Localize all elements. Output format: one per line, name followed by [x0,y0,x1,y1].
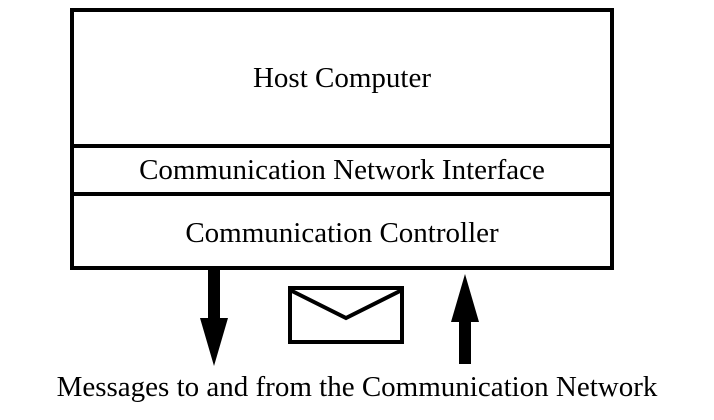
network-interface-label: Communication Network Interface [139,153,545,186]
network-caption: Messages to and from the Communication N… [56,371,658,403]
host-system-box: Host Computer Communication Network Inte… [70,8,614,270]
arrow-up-icon [451,274,479,364]
controller-label: Communication Controller [185,216,499,249]
envelope-icon [288,286,404,344]
controller-layer: Communication Controller [74,196,610,270]
host-computer-layer: Host Computer [74,12,610,144]
arrow-down-icon [200,270,228,366]
host-computer-label: Host Computer [252,61,432,94]
network-interface-layer: Communication Network Interface [74,144,610,196]
